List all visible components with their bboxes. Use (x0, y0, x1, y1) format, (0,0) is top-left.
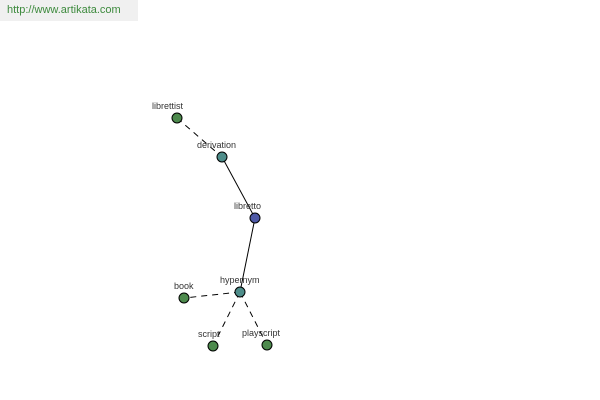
node-circle-playscript[interactable] (261, 339, 273, 351)
node-circle-libretto[interactable] (249, 212, 261, 224)
node-derivation[interactable]: derivation (197, 140, 236, 163)
node-libretto[interactable]: libretto (234, 201, 261, 224)
edges-layer (176, 117, 268, 347)
edge-libretto-hypernym (239, 217, 256, 293)
node-playscript[interactable]: playscript (242, 328, 281, 351)
edge-hypernym-book (183, 291, 241, 299)
node-label-playscript: playscript (242, 328, 281, 338)
node-script[interactable]: script (198, 329, 220, 352)
node-book[interactable]: book (174, 281, 194, 304)
node-circle-librettist[interactable] (171, 112, 183, 124)
source-url-link[interactable]: http://www.artikata.com (7, 4, 121, 16)
node-label-hypernym: hypernym (220, 275, 260, 285)
node-label-script: script (198, 329, 220, 339)
node-circle-script[interactable] (207, 340, 219, 352)
source-banner: http://www.artikata.com (0, 0, 138, 21)
edge-hypernym-playscript (239, 291, 268, 346)
node-label-derivation: derivation (197, 140, 236, 150)
node-circle-book[interactable] (178, 292, 190, 304)
node-label-book: book (174, 281, 194, 291)
edge-derivation-libretto (221, 156, 256, 219)
node-librettist[interactable]: librettist (152, 101, 184, 124)
edge-librettist-derivation (176, 117, 223, 158)
node-hypernym[interactable]: hypernym (220, 275, 260, 298)
node-circle-hypernym[interactable] (234, 286, 246, 298)
node-circle-derivation[interactable] (216, 151, 228, 163)
nodes-layer: librettist derivation libretto hypernym book… (152, 101, 281, 352)
node-label-librettist: librettist (152, 101, 184, 111)
node-label-libretto: libretto (234, 201, 261, 211)
